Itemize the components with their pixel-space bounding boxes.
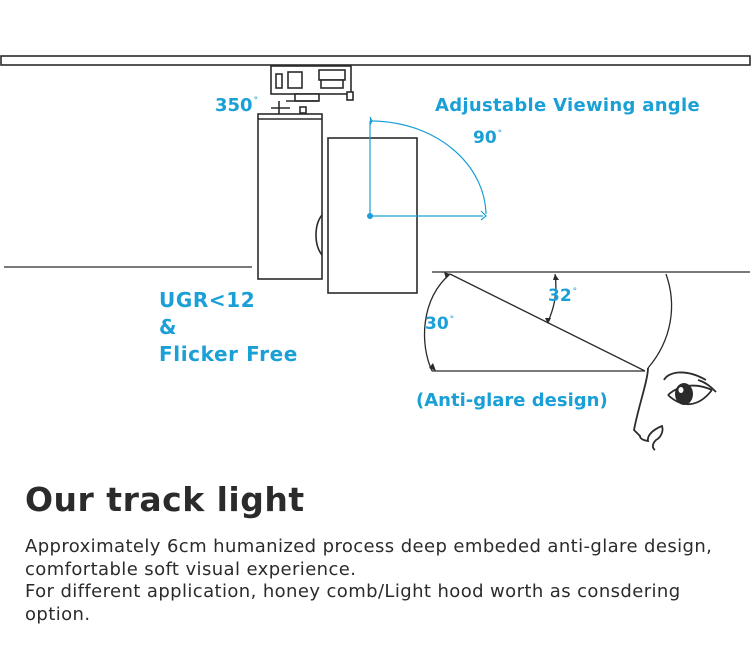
rotation-angle-label: 350° <box>215 97 258 115</box>
adjust-angle-label: 90° <box>473 130 502 147</box>
viewer-face <box>633 367 717 451</box>
fixture-arm <box>257 113 323 280</box>
flicker-free-line: Flicker Free <box>159 342 298 366</box>
anti-glare-label: (Anti-glare design) <box>416 390 608 411</box>
description-line: option. <box>25 603 91 625</box>
eye-icon <box>675 383 693 405</box>
adjust-angle-indicator <box>367 116 487 221</box>
track-light-diagram <box>0 55 751 451</box>
ampersand-line: & <box>159 315 178 339</box>
adjust-angle-value: 90 <box>473 128 497 148</box>
ugr-flicker-label: UGR<12 & Flicker Free <box>159 287 298 368</box>
description-line: For different application, honey comb/Li… <box>25 581 681 602</box>
degree-symbol: ° <box>572 287 578 297</box>
adjustable-viewing-angle-label: Adjustable Viewing angle <box>435 95 700 116</box>
degree-symbol: ° <box>497 129 503 139</box>
description-line: comfortable soft visual experience. <box>25 558 357 580</box>
track-adapter <box>270 65 354 115</box>
arrow-heads <box>429 272 559 371</box>
glare-angle-value: 32 <box>548 286 572 306</box>
cutoff-angle-value: 30 <box>425 314 449 334</box>
cutoff-angle-label: 30° <box>425 316 454 333</box>
degree-symbol: ° <box>253 96 259 106</box>
rotation-angle-value: 350 <box>215 95 253 116</box>
degree-symbol: ° <box>449 315 455 325</box>
description-line: Approximately 6cm humanized process deep… <box>25 536 713 557</box>
ceiling-track-rail <box>0 55 751 66</box>
section-description: Approximately 6cm humanized process deep… <box>25 536 750 626</box>
ugr-line: UGR<12 <box>159 288 256 312</box>
glare-angle-label: 32° <box>548 288 577 305</box>
section-title: Our track light <box>25 480 305 519</box>
